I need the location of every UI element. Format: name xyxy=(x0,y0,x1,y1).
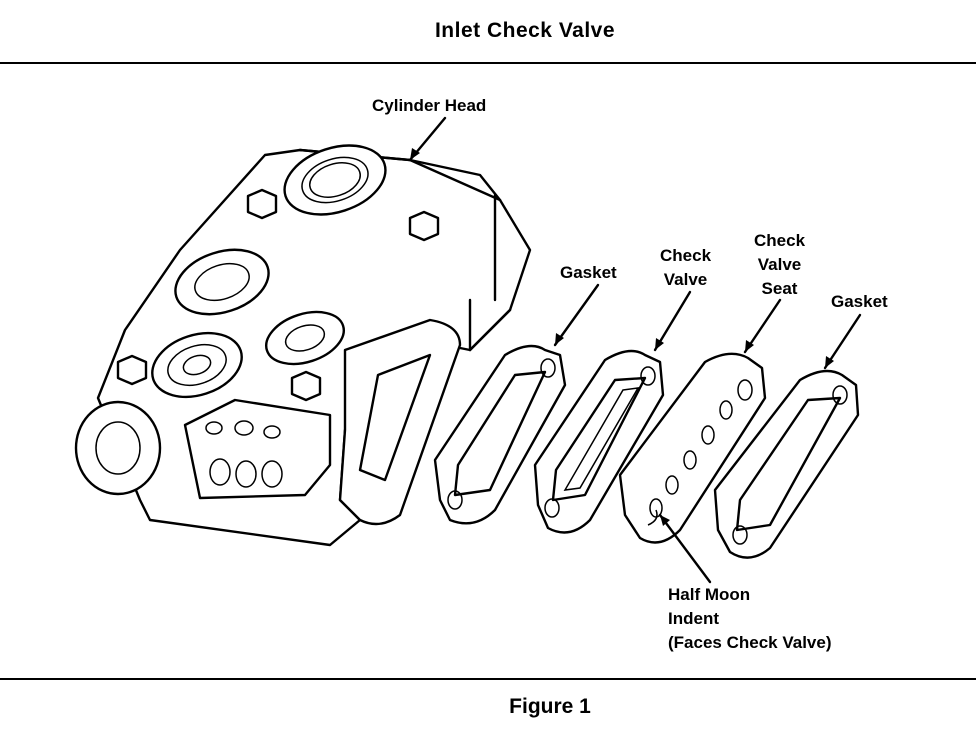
label-check-valve-seat-line-3: Seat xyxy=(761,279,798,298)
top-rule xyxy=(0,62,976,64)
label-half-moon: Half Moon Indent (Faces Check Valve) xyxy=(668,583,831,655)
label-check-valve: Check Valve xyxy=(660,244,711,292)
label-check-valve-seat-line-1: Check xyxy=(754,231,806,250)
check-valve-seat xyxy=(618,352,767,544)
leader-lines xyxy=(408,116,862,584)
label-check-valve-line-1: Check xyxy=(660,246,712,265)
label-cylinder-head: Cylinder Head xyxy=(372,96,487,115)
label-half-moon-line-3: (Faces Check Valve) xyxy=(668,633,832,652)
label-gasket-2: Gasket xyxy=(831,292,888,311)
gasket-1 xyxy=(433,344,567,525)
figure-caption: Figure 1 xyxy=(509,695,591,718)
cylinder-head xyxy=(74,144,532,547)
label-check-valve-seat-line-2: Valve xyxy=(757,255,802,274)
bottom-rule xyxy=(0,678,976,680)
page-title: Inlet Check Valve xyxy=(434,19,616,42)
label-check-valve-seat: Check Valve Seat xyxy=(754,229,805,301)
gasket-2 xyxy=(713,369,860,559)
label-gasket-1: Gasket xyxy=(560,263,617,282)
check-valve xyxy=(533,349,665,534)
label-check-valve-line-2: Valve xyxy=(663,270,708,289)
label-half-moon-line-1: Half Moon xyxy=(668,585,751,604)
label-half-moon-line-2: Indent xyxy=(668,609,719,628)
